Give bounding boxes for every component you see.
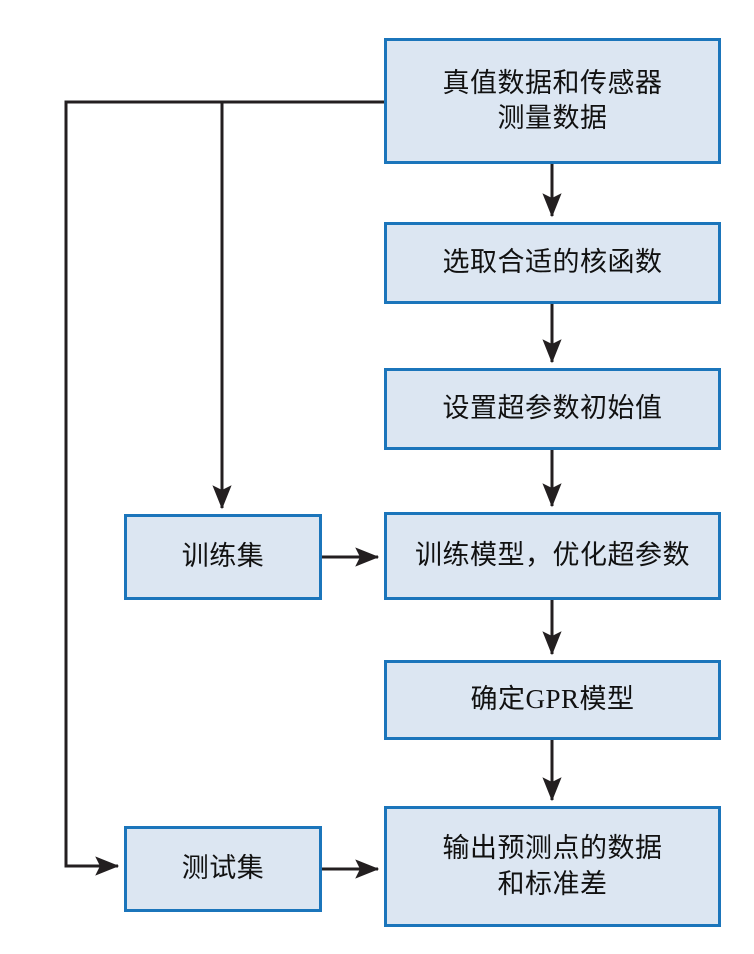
node-training-set[interactable]: 训练集 — [124, 514, 322, 600]
edge-source-to-trainset — [212, 100, 384, 510]
node-label: 测试集 — [181, 853, 265, 884]
node-select-kernel-function[interactable]: 选取合适的核函数 — [384, 222, 721, 304]
node-truth-and-sensor-data[interactable]: 真值数据和传感器 测量数据 — [384, 38, 721, 164]
node-set-initial-hyperparameters[interactable]: 设置超参数初始值 — [384, 368, 721, 450]
node-label: 真值数据和传感器 测量数据 — [442, 67, 663, 133]
node-test-set[interactable]: 测试集 — [124, 826, 322, 912]
node-label: 确定GPR模型 — [470, 684, 635, 715]
node-determine-gpr-model[interactable]: 确定GPR模型 — [384, 660, 721, 740]
node-label: 训练模型，优化超参数 — [415, 540, 690, 571]
node-label: 设置超参数初始值 — [442, 393, 663, 424]
node-label: 输出预测点的数据 和标准差 — [442, 833, 663, 899]
edge-source-to-testset — [64, 100, 222, 876]
node-train-model-optimize-hyperparameters[interactable]: 训练模型，优化超参数 — [384, 512, 721, 600]
node-output-prediction-data-and-stddev[interactable]: 输出预测点的数据 和标准差 — [384, 806, 721, 927]
node-label: 训练集 — [181, 541, 265, 572]
node-label: 选取合适的核函数 — [442, 247, 663, 278]
